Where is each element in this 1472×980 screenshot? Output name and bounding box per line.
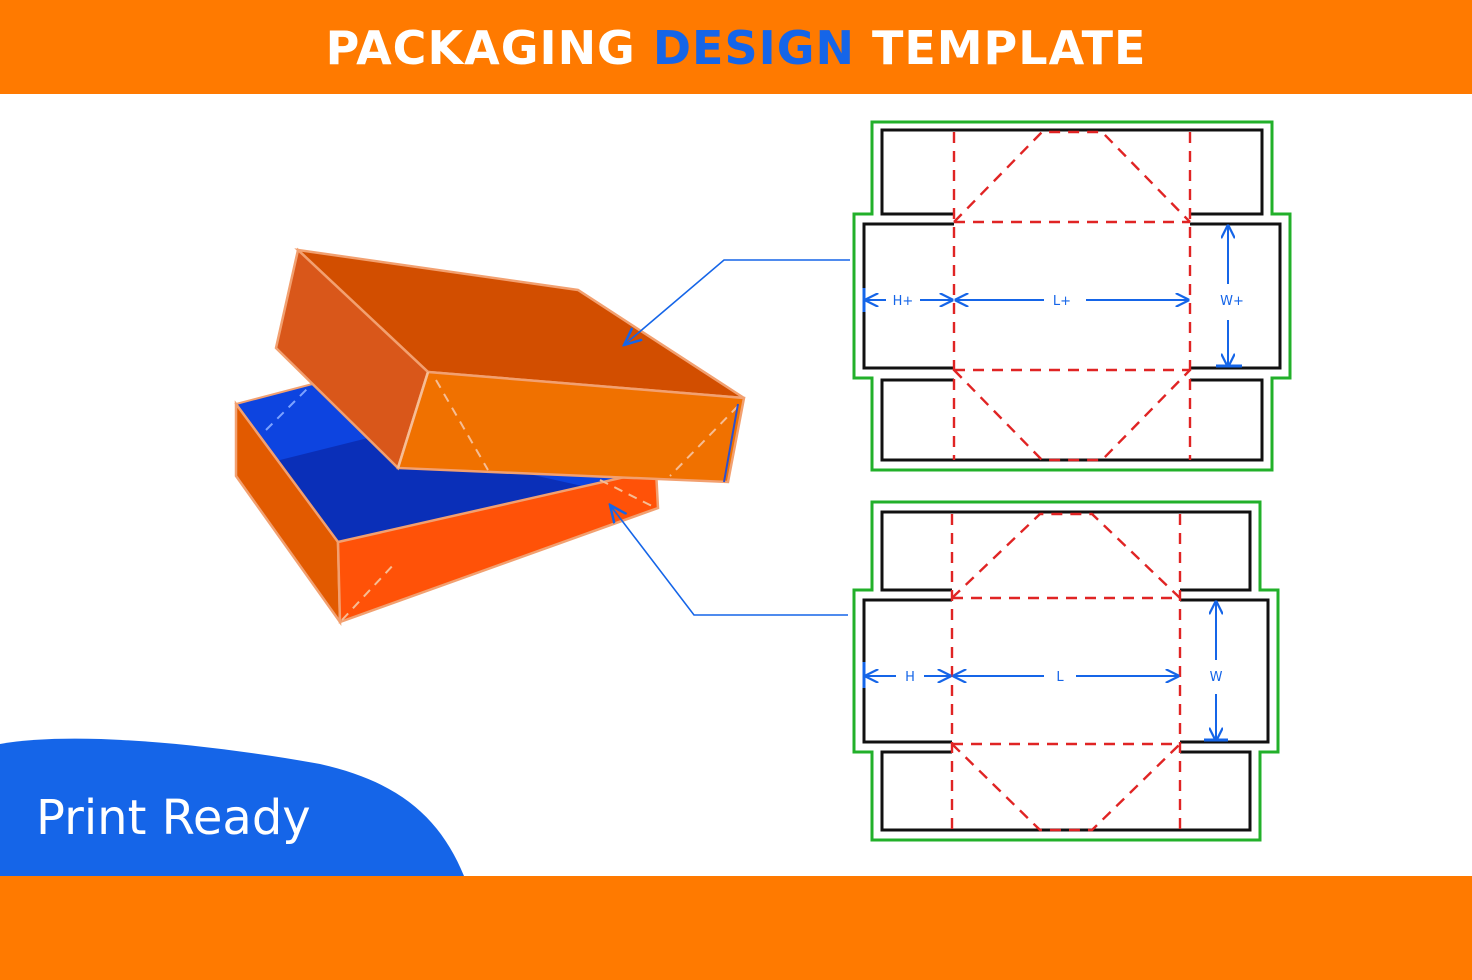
box-mockup-icon: [234, 247, 746, 627]
print-ready-wave-shape: [0, 738, 464, 876]
print-ready-label: Print Ready: [36, 790, 311, 846]
title-part1: PACKAGING: [325, 21, 653, 75]
footer-banner: [0, 876, 1472, 980]
dim-label-w: W: [1210, 670, 1223, 685]
dim-label-l: L+: [1053, 294, 1071, 309]
box-lid: [274, 247, 746, 484]
title-part2: TEMPLATE: [854, 21, 1147, 75]
bleed-outline: [852, 500, 1280, 842]
bleed-outline: [852, 120, 1292, 472]
header-banner: PACKAGING DESIGN TEMPLATE: [0, 0, 1472, 94]
dieline-top-icon: H+ L+ W+: [852, 120, 1292, 472]
dim-label-w: W+: [1220, 294, 1244, 309]
dim-label-h: H+: [893, 294, 914, 309]
leader-line-top: [624, 259, 850, 345]
dieline-bottom-icon: H L W: [852, 500, 1280, 842]
leader-line-bottom: [610, 505, 848, 616]
title-accent: DESIGN: [652, 21, 855, 75]
page-title: PACKAGING DESIGN TEMPLATE: [326, 21, 1147, 75]
dim-label-l: L: [1056, 670, 1064, 685]
dim-label-h: H: [905, 670, 915, 685]
